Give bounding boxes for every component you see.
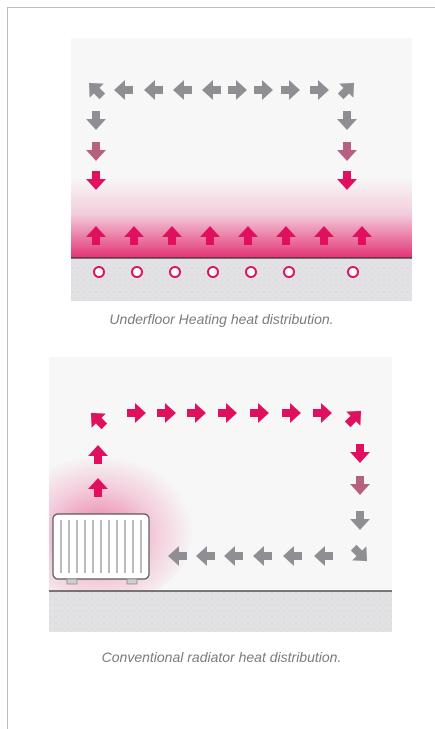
heat-glow	[71, 178, 412, 258]
radiator-foot-left	[67, 579, 77, 584]
radiator	[53, 514, 149, 584]
heating-pipe	[348, 267, 358, 277]
heating-pipe	[94, 267, 104, 277]
underfloor-heating-diagram	[71, 38, 412, 301]
radiator-heating-diagram	[49, 357, 392, 632]
heating-pipe	[132, 267, 142, 277]
floor-slab	[71, 258, 412, 301]
frame-border-left	[7, 7, 8, 729]
heating-pipe	[284, 267, 294, 277]
floor-slab	[49, 591, 392, 632]
heating-pipe	[246, 267, 256, 277]
frame-border-top	[7, 7, 435, 8]
figure-caption-radiator: Conventional radiator heat distribution.	[8, 649, 435, 665]
radiator-foot-right	[127, 579, 137, 584]
heating-pipe	[208, 267, 218, 277]
heating-pipe	[170, 267, 180, 277]
figure-caption-underfloor: Underfloor Heating heat distribution.	[8, 311, 435, 327]
